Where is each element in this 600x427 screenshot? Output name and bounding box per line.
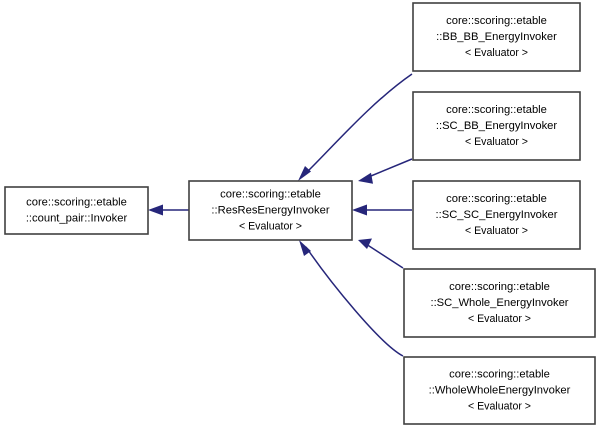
class-node-label-line-2: ::count_pair::Invoker (26, 212, 128, 224)
edge-line (305, 246, 404, 357)
inheritance-arrowhead-icon (148, 204, 163, 216)
class-node-box[interactable] (412, 91, 581, 161)
edge-sc_whole-to-center (358, 238, 404, 269)
class-node-label-line-1: core::scoring::etable (446, 104, 547, 116)
edge-line (304, 73, 413, 175)
class-node-box[interactable] (4, 186, 149, 235)
class-node-label-line-2: ::ResResEnergyInvoker (211, 204, 329, 216)
class-node-base[interactable]: core::scoring::etable::count_pair::Invok… (4, 186, 149, 235)
edge-line (365, 158, 413, 179)
inheritance-arrowhead-icon (299, 240, 311, 256)
edge-center-to-base (148, 204, 189, 216)
class-node-label-line-3: < Evaluator > (465, 225, 528, 237)
class-node-whole_whole[interactable]: core::scoring::etable::WholeWholeEnergyI… (403, 356, 596, 425)
class-node-box[interactable] (412, 180, 581, 250)
class-node-label-line-3: < Evaluator > (468, 313, 531, 325)
class-node-label-line-3: < Evaluator > (239, 220, 302, 232)
class-node-label-line-2: ::SC_Whole_EnergyInvoker (430, 297, 568, 309)
class-node-label-line-3: < Evaluator > (465, 136, 528, 148)
class-node-label-line-1: core::scoring::etable (220, 188, 321, 200)
edge-sc_sc-to-center (352, 204, 412, 216)
class-node-label-line-1: core::scoring::etable (446, 193, 547, 205)
class-node-label-line-3: < Evaluator > (468, 400, 531, 412)
class-node-label-line-1: core::scoring::etable (449, 281, 550, 293)
class-node-box[interactable] (188, 180, 353, 241)
class-node-label-line-3: < Evaluator > (465, 47, 528, 59)
edge-line (365, 243, 404, 269)
class-node-sc_whole[interactable]: core::scoring::etable::SC_Whole_EnergyIn… (403, 268, 596, 338)
edge-bb_bb-to-center (298, 73, 413, 181)
inheritance-arrowhead-icon (358, 172, 373, 184)
inheritance-arrowhead-icon (298, 166, 311, 181)
class-node-center[interactable]: core::scoring::etable::ResResEnergyInvok… (188, 180, 353, 241)
class-node-label-line-1: core::scoring::etable (26, 196, 127, 208)
class-node-box[interactable] (403, 356, 596, 425)
class-node-label-line-2: ::SC_SC_EnergyInvoker (436, 209, 558, 221)
class-node-bb_bb[interactable]: core::scoring::etable::BB_BB_EnergyInvok… (412, 2, 581, 72)
class-node-label-line-2: ::BB_BB_EnergyInvoker (436, 31, 557, 43)
inheritance-arrowhead-icon (358, 238, 372, 249)
class-node-sc_sc[interactable]: core::scoring::etable::SC_SC_EnergyInvok… (412, 180, 581, 250)
edge-whole_whole-to-center (299, 240, 404, 357)
inheritance-arrowhead-icon (352, 204, 367, 216)
class-node-sc_bb[interactable]: core::scoring::etable::SC_BB_EnergyInvok… (412, 91, 581, 161)
class-node-box[interactable] (403, 268, 596, 338)
class-node-box[interactable] (412, 2, 581, 72)
class-node-label-line-1: core::scoring::etable (449, 368, 550, 380)
class-node-label-line-1: core::scoring::etable (446, 15, 547, 27)
edges-layer (148, 73, 413, 357)
nodes-layer: core::scoring::etable::count_pair::Invok… (4, 2, 596, 425)
edge-sc_bb-to-center (358, 158, 413, 184)
class-node-label-line-2: ::SC_BB_EnergyInvoker (436, 120, 558, 132)
class-node-label-line-2: ::WholeWholeEnergyInvoker (429, 384, 571, 396)
